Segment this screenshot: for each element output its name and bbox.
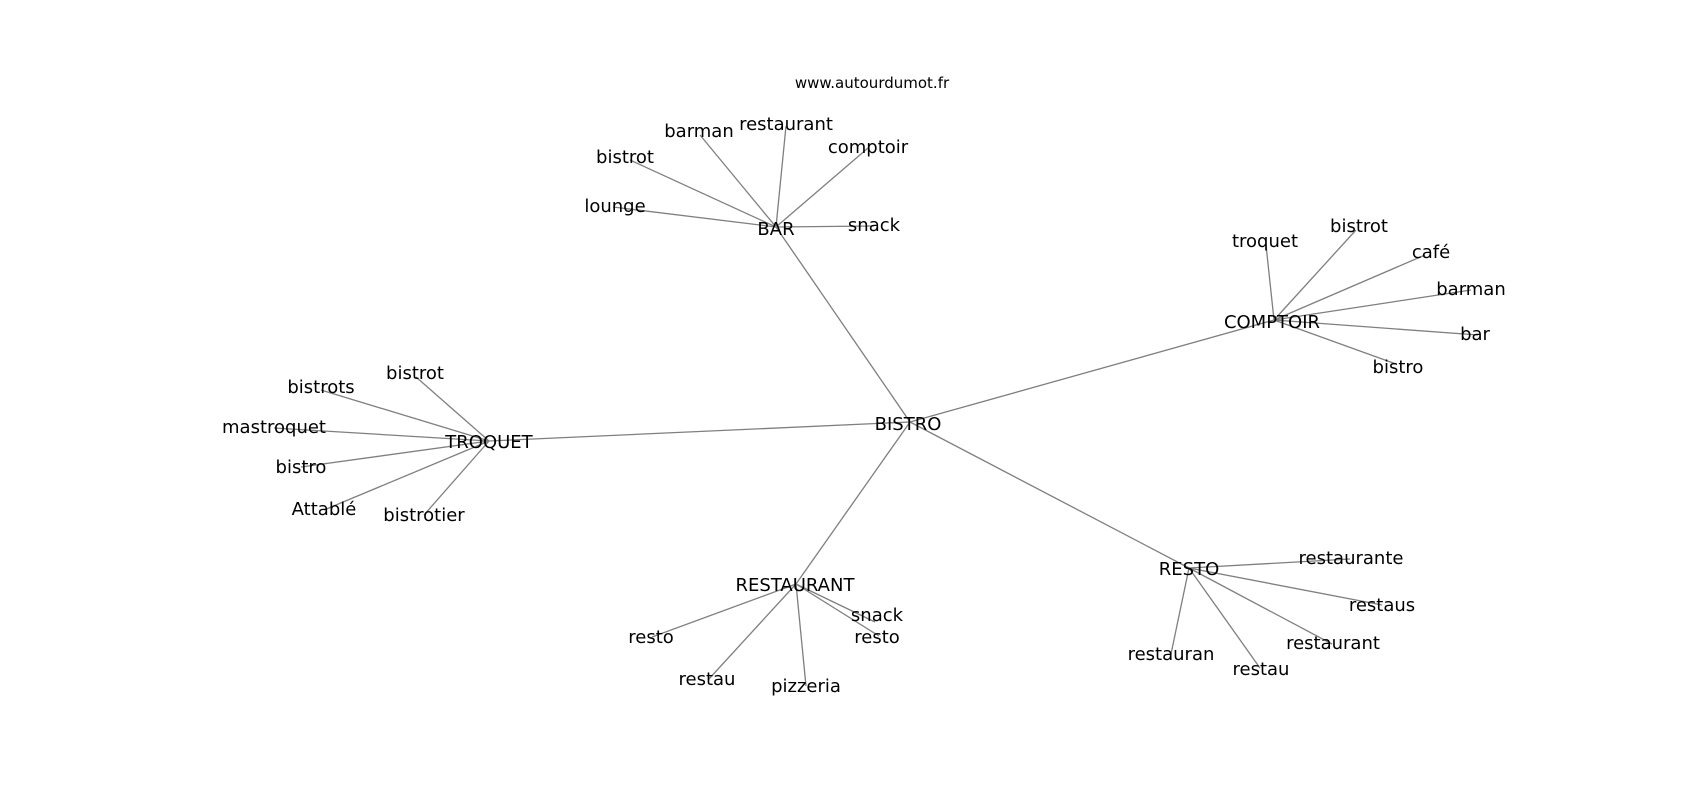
leaf-bar-lounge[interactable]: lounge [584,196,645,217]
resto-edges [1170,558,1383,669]
edge-bar-snack [775,225,875,228]
site-url[interactable]: www.autourdumot.fr [795,74,950,92]
node-restaurant[interactable]: RESTAURANT [736,575,856,596]
leaf-bar-bistrot[interactable]: bistrot [596,147,654,168]
leaf-bar-restaurant[interactable]: restaurant [739,114,833,135]
edge-resto-restaurant [1188,567,1333,645]
node-bar[interactable]: BAR [757,219,794,240]
leaf-comptoir-troquet[interactable]: troquet [1232,231,1298,252]
edge-comptoir-bar [1273,319,1479,336]
comptoir-edges [1265,229,1479,365]
edge-comptoir-barman [1273,289,1472,321]
leaf-troquet-bistro[interactable]: bistro [276,457,327,478]
edge-troquet-mastroquet [273,427,490,442]
leaf-comptoir-cafe[interactable]: café [1412,242,1450,263]
leaf-bar-comptoir[interactable]: comptoir [828,137,909,158]
bar-edges [612,125,875,228]
node-troquet[interactable]: TROQUET [444,432,533,453]
leaf-troquet-attable[interactable]: Attablé [292,499,357,520]
edge-restaurant-pizzeria [795,583,807,687]
leaf-resto-restaurante[interactable]: restaurante [1299,548,1404,569]
leaf-comptoir-bistrot[interactable]: bistrot [1330,216,1388,237]
edge-resto-restauran [1170,567,1190,655]
leaf-troquet-mastroquet[interactable]: mastroquet [222,417,326,438]
leaf-resto-restau[interactable]: restau [1233,659,1290,680]
edge-troquet-bistrotier [423,440,490,516]
node-comptoir[interactable]: COMPTOIR [1224,312,1320,333]
edge-bar-restaurant [775,125,787,228]
edge-bistro-troquet [488,421,911,442]
edge-bar-lounge [612,206,777,228]
node-resto[interactable]: RESTO [1159,559,1219,580]
leaf-resto-restaus[interactable]: restaus [1349,595,1415,616]
comptoir-leaves: troquet bistrot café barman bar bistro [1232,216,1506,378]
leaf-resto-restaurant[interactable]: restaurant [1286,633,1380,654]
node-bistro[interactable]: BISTRO [875,414,942,435]
troquet-edges [273,376,490,516]
edge-comptoir-troquet [1265,244,1275,321]
bar-leaves: barman restaurant bistrot comptoir loung… [584,114,908,236]
leaf-comptoir-barman[interactable]: barman [1436,279,1506,300]
edge-bar-bistrot [629,159,777,228]
leaf-troquet-bistrots[interactable]: bistrots [287,377,354,398]
edge-troquet-bistrots [320,389,490,442]
leaf-comptoir-bistro[interactable]: bistro [1373,357,1424,378]
edge-bistro-bar [775,226,911,423]
leaf-bar-snack[interactable]: snack [848,215,901,236]
edge-restaurant-snack [795,583,876,623]
leaf-restaurant-restau[interactable]: restau [679,669,736,690]
leaf-restaurant-resto-left[interactable]: resto [628,627,674,648]
edge-bistro-resto [909,421,1190,569]
hub-labels: BISTRO BAR COMPTOIR TROQUET RESTAURANT R… [444,219,1320,596]
restaurant-edges [651,583,880,687]
resto-leaves: restaurante restaus restaurant restauran… [1128,548,1416,680]
leaf-bar-barman[interactable]: barman [664,121,734,142]
edge-bistro-restaurant [795,421,911,585]
edge-troquet-bistrot [415,376,490,442]
edge-resto-restaus [1188,567,1383,606]
edge-bistro-comptoir [909,319,1275,423]
edge-comptoir-bistrot [1273,229,1357,321]
leaf-comptoir-bar[interactable]: bar [1460,324,1490,345]
leaf-restaurant-resto-right[interactable]: resto [854,627,900,648]
edge-troquet-attable [323,440,490,511]
edge-comptoir-cafe [1273,254,1426,321]
edge-restaurant-resto-left [651,583,797,638]
leaf-resto-restauran[interactable]: restauran [1128,644,1215,665]
edge-restaurant-resto-right [795,583,880,637]
edge-resto-restaurante [1188,558,1351,569]
edge-comptoir-bistro [1273,319,1397,365]
leaf-troquet-bistrotier[interactable]: bistrotier [383,505,465,526]
hub-edges [488,226,1275,585]
leaf-restaurant-snack[interactable]: snack [851,605,904,626]
edge-bar-comptoir [775,147,869,228]
edge-troquet-bistro [300,440,490,468]
leaf-restaurant-pizzeria[interactable]: pizzeria [771,676,841,697]
restaurant-leaves: snack resto resto restau pizzeria [628,605,903,697]
leaf-troquet-bistrot[interactable]: bistrot [386,363,444,384]
edge-resto-restau [1188,567,1261,669]
edge-bar-barman [699,134,777,228]
edge-restaurant-restau [707,583,797,681]
troquet-leaves: bistrot bistrots mastroquet bistro Attab… [222,363,465,526]
